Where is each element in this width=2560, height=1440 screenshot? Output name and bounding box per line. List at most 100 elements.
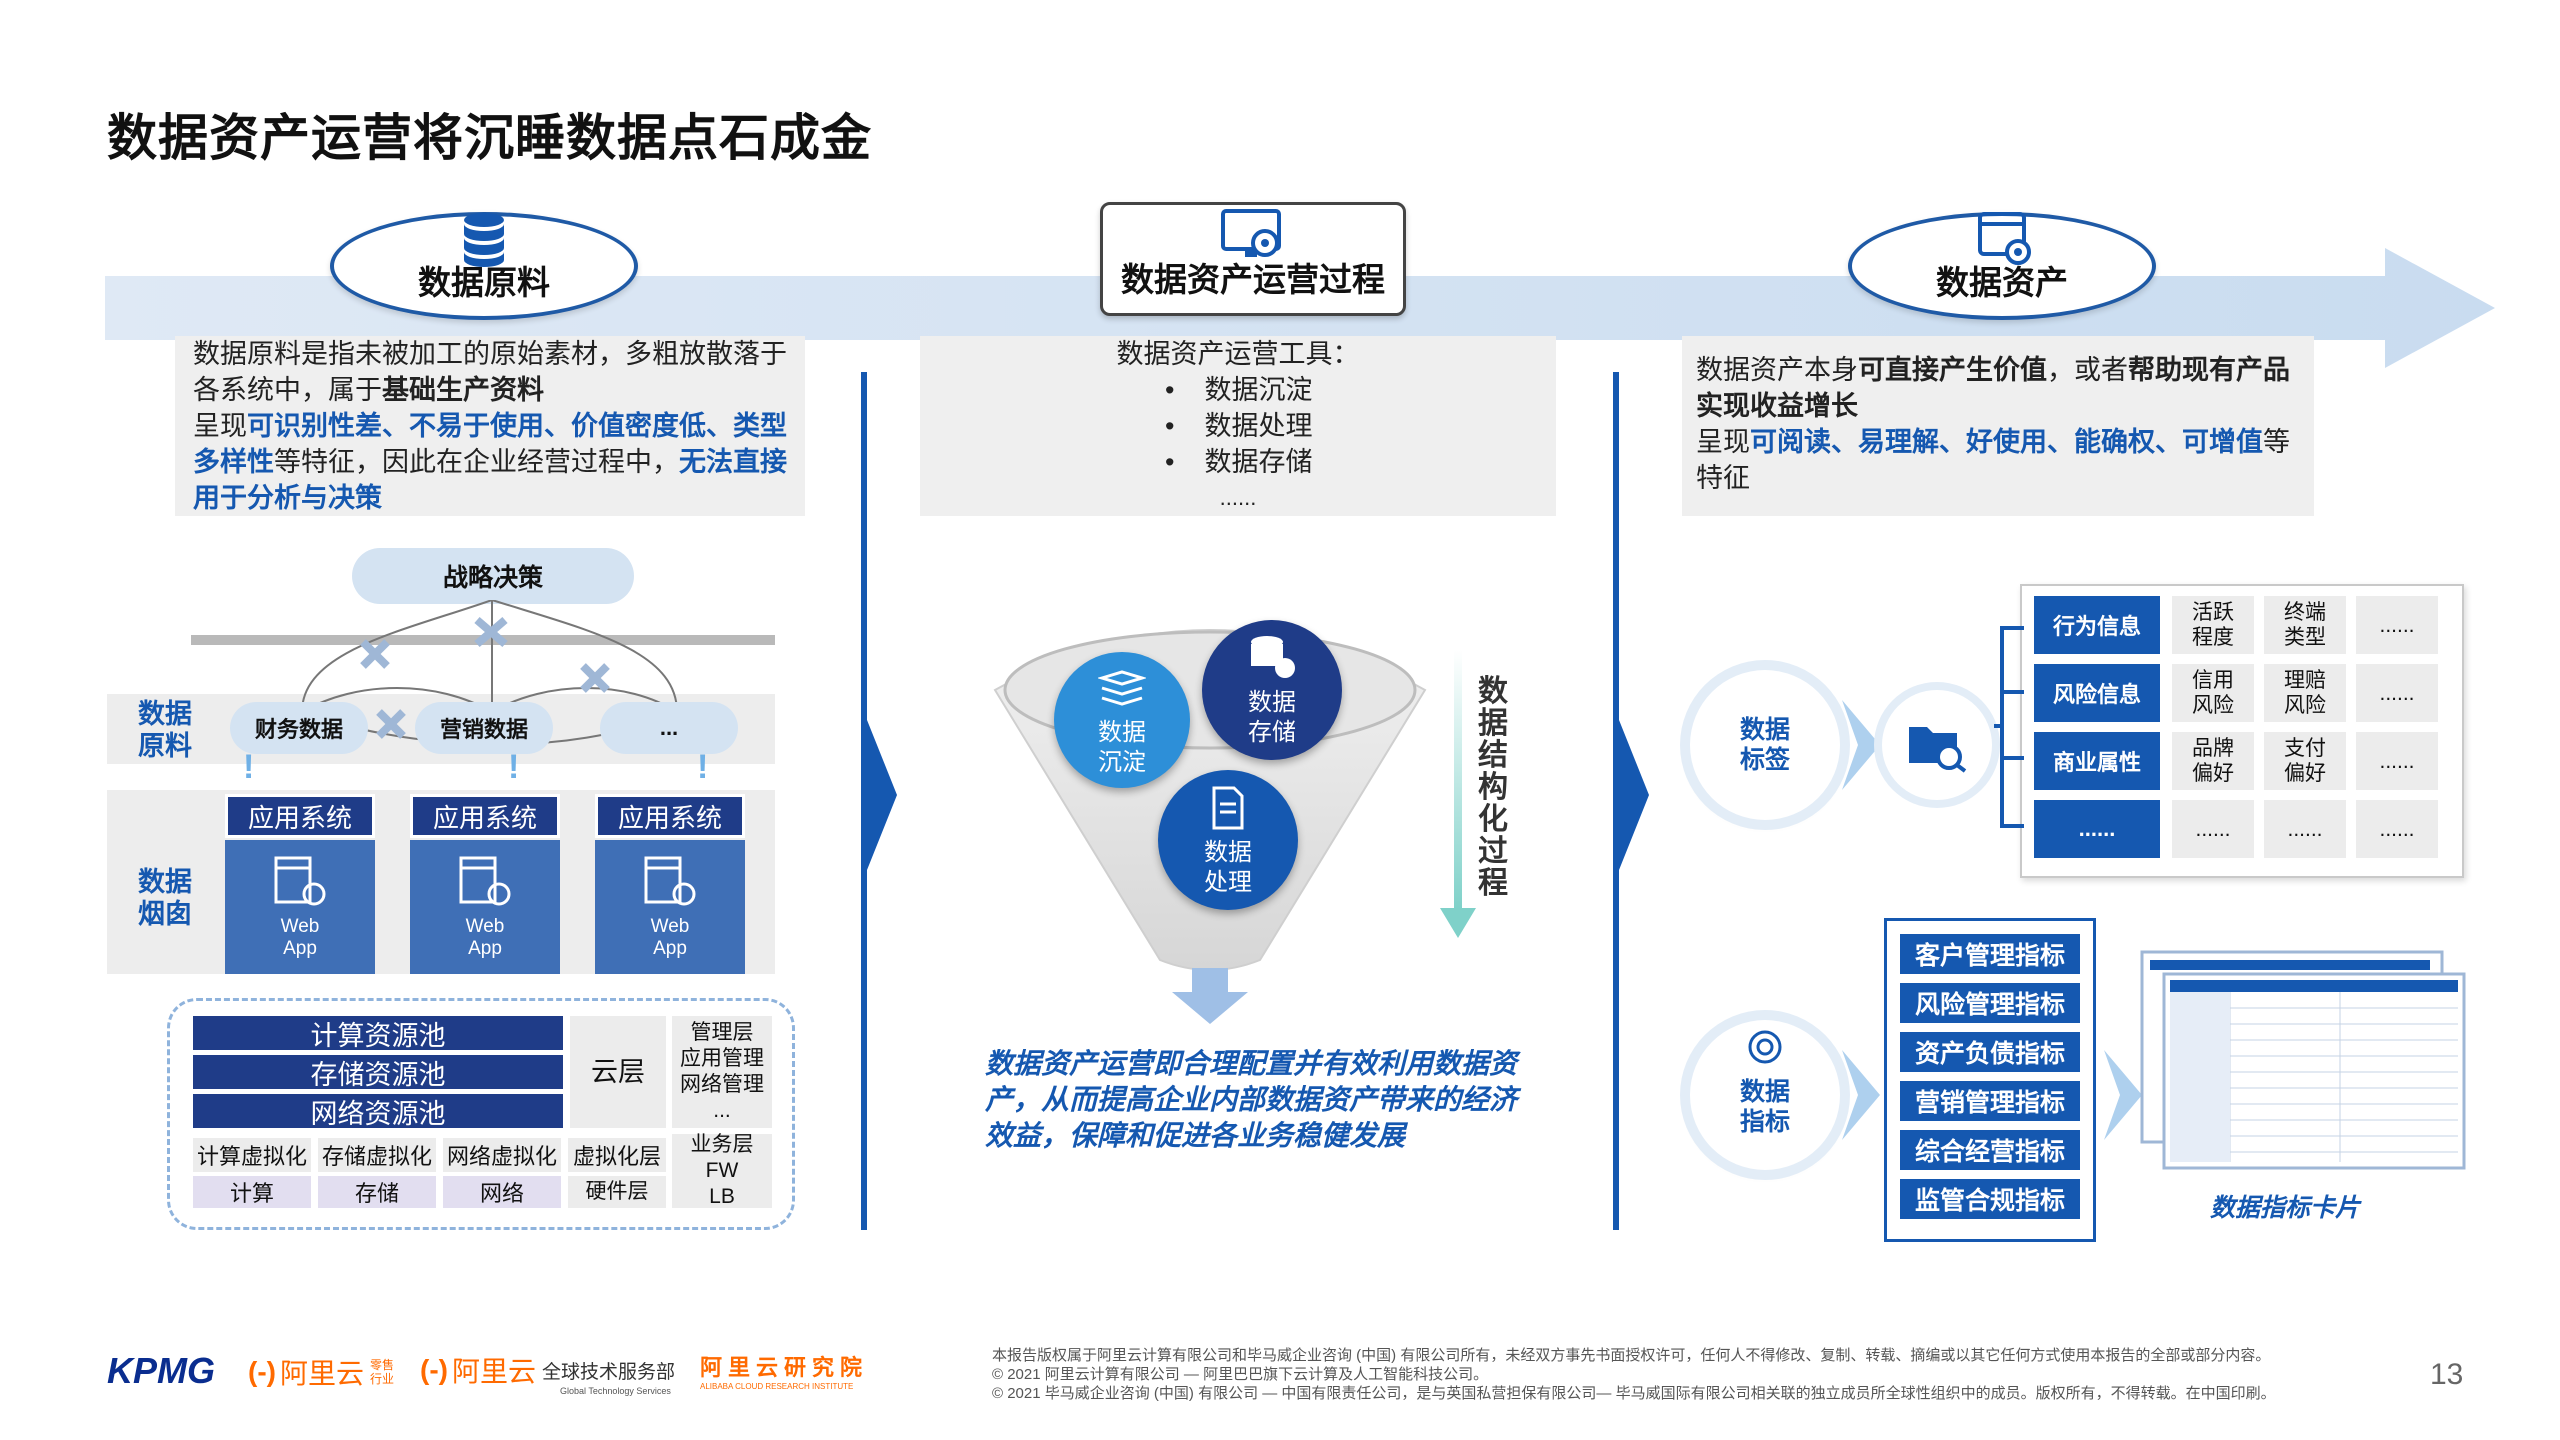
raw-desc-highlight: 无法直接: [679, 447, 787, 477]
app-label: App: [468, 938, 502, 959]
web-app-box: Web App: [595, 840, 745, 974]
raw-desc-line: 等特征，因此在企业经营过程中，: [274, 447, 679, 477]
process-tool-text: 数据存储: [1204, 447, 1313, 477]
tag-cell: 活跃 程度: [2172, 596, 2254, 654]
raw-band-label: 数据 原料: [138, 699, 192, 761]
compute-pool: 计算资源池: [193, 1016, 563, 1051]
tag-cell: ......: [2356, 596, 2438, 654]
cloud-layer: 云层: [570, 1016, 666, 1128]
kpmg-logo: KPMG: [107, 1350, 215, 1391]
exclamation-icon: !: [243, 748, 255, 786]
tag-cell: 支付 偏好: [2264, 732, 2346, 790]
silo-band-label: 数据 烟囱: [138, 867, 192, 929]
asset-desc-line: 数据资产本身: [1696, 355, 1858, 385]
asset-desc-line: 呈现: [1696, 427, 1750, 457]
page-number: 13: [2430, 1358, 2464, 1391]
research-text: 阿里云研究院: [700, 1355, 869, 1380]
mgmt-item: ...: [713, 1099, 731, 1122]
tag-more: ......: [2034, 800, 2160, 858]
process-tool-text: 数据沉淀: [1204, 375, 1313, 405]
copyright-line: © 2021 毕马威企业咨询 (中国) 有限公司 — 中国有限责任公司，是与英国…: [992, 1385, 2276, 1402]
chevron-right-icon: [1842, 700, 1880, 790]
layers-icon: [1096, 670, 1148, 706]
tag-cell: 终端 类型: [2264, 596, 2346, 654]
data-indicators-label: 数据 指标: [1739, 1078, 1790, 1136]
aliyun-text: 阿里云: [279, 1358, 364, 1389]
page-title: 数据资产运营将沉睡数据点石成金: [107, 110, 872, 166]
summary-line: 效益，保障和促进各业务稳健发展: [985, 1120, 1406, 1151]
tag-cell: ......: [2172, 800, 2254, 858]
tag-cell: ......: [2356, 664, 2438, 722]
process-description: 数据资产运营工具： • 数据沉淀 • 数据处理 • 数据存储 ......: [920, 336, 1556, 516]
chevron-right-icon: [1619, 720, 1649, 870]
chevron-right-icon: [867, 720, 897, 870]
summary-line: 数据资产运营即合理配置并有效利用数据资: [985, 1048, 1518, 1079]
down-arrow-icon: [1172, 968, 1248, 1024]
indicator-compliance: 监管合规指标: [1900, 1179, 2080, 1219]
exclamation-icon: !: [697, 748, 709, 786]
more-data-pill: ...: [600, 702, 738, 754]
research-en-text: ALIBABA CLOUD RESEARCH INSTITUTE: [700, 1382, 854, 1391]
target-icon: [1748, 1030, 1782, 1064]
data-tags-circle: 数据 标签: [1690, 670, 1840, 820]
tag-cell: 理赔 风险: [2264, 664, 2346, 722]
process-summary: 数据资产运营即合理配置并有效利用数据资 产，从而提高企业内部数据资产带来的经济 …: [985, 1046, 1525, 1154]
mgmt-item: 应用管理: [680, 1047, 764, 1070]
mgmt-item: 网络管理: [680, 1073, 764, 1096]
asset-desc-line: 特征: [1696, 463, 1750, 493]
storage-circle: 数据 存储: [1202, 620, 1342, 760]
chevron-right-icon: [1842, 1050, 1880, 1140]
folder-search-icon: [1909, 727, 1967, 773]
tag-cell: ......: [2356, 732, 2438, 790]
server-gear-icon: [644, 856, 696, 906]
asset-desc-line: ，或者: [2047, 355, 2128, 385]
tag-bracket: [1994, 626, 2024, 828]
infrastructure-box: [167, 998, 795, 1230]
divider-left: [861, 372, 867, 1230]
decision-connections: [191, 600, 775, 746]
server-gear-icon: [274, 856, 326, 906]
gts-text: 全球技术服务部: [542, 1361, 676, 1383]
process-tool-text: 数据处理: [1204, 411, 1313, 441]
network-pool: 网络资源池: [193, 1094, 563, 1129]
raw-desc-bold: 基础生产资料: [382, 375, 544, 405]
database-cloud-icon: [1251, 636, 1295, 678]
raw-description: 数据原料是指未被加工的原始素材，多粗放散落于 各系统中，属于基础生产资料 呈现可…: [175, 336, 805, 516]
exclamation-icon: !: [508, 748, 520, 786]
hw-storage: 存储: [318, 1176, 436, 1208]
structuring-label: 数据结构化过程: [1478, 675, 1508, 900]
process-tool-more: ......: [1219, 485, 1257, 510]
tag-risk: 风险信息: [2034, 664, 2160, 722]
asset-desc-line: 等: [2263, 427, 2290, 457]
web-label: Web: [650, 916, 690, 937]
tag-cell: ......: [2264, 800, 2346, 858]
stage-raw-label: 数据原料: [418, 264, 550, 301]
processing-circle: 数据 处理: [1158, 770, 1298, 910]
stage-process-label: 数据资产运营过程: [1121, 261, 1385, 298]
raw-desc-highlight: 可识别性差、不易于使用、价值密度低、类型: [247, 411, 787, 441]
process-tool-item: • 数据处理: [1165, 411, 1313, 441]
asset-desc-bold: 实现收益增长: [1696, 391, 1858, 421]
copyright-line: 本报告版权属于阿里云计算有限公司和毕马威企业咨询 (中国) 有限公司所有，未经双…: [992, 1347, 2271, 1364]
gts-en-text: Global Technology Services: [560, 1386, 671, 1396]
storage-label: 数据 存储: [1248, 689, 1296, 746]
app-system-title: 应用系统: [595, 794, 745, 838]
raw-desc-highlight: 多样性: [193, 447, 274, 477]
biz-item: FW: [705, 1159, 739, 1182]
indicator-customer: 客户管理指标: [1900, 934, 2080, 974]
tag-cell: ......: [2356, 800, 2438, 858]
deposit-label: 数据 沉淀: [1098, 719, 1146, 776]
tag-cell: 品牌 偏好: [2172, 732, 2254, 790]
app-system-title: 应用系统: [410, 794, 560, 838]
aliyun-gts-logo: (-) 阿里云 全球技术服务部 Global Technology Servic…: [420, 1350, 675, 1396]
divider-right: [1613, 372, 1619, 1230]
document-edit-icon: [1212, 786, 1244, 830]
tag-business: 商业属性: [2034, 732, 2160, 790]
cross-icon: [360, 616, 610, 739]
indicator-marketing: 营销管理指标: [1900, 1081, 2080, 1121]
stage-asset-label: 数据资产: [1936, 264, 2068, 301]
marketing-data-pill: 营销数据: [415, 702, 553, 754]
hw-layer: 硬件层: [568, 1176, 666, 1208]
virt-compute: 计算虚拟化: [193, 1138, 311, 1172]
finance-data-pill: 财务数据: [230, 702, 368, 754]
